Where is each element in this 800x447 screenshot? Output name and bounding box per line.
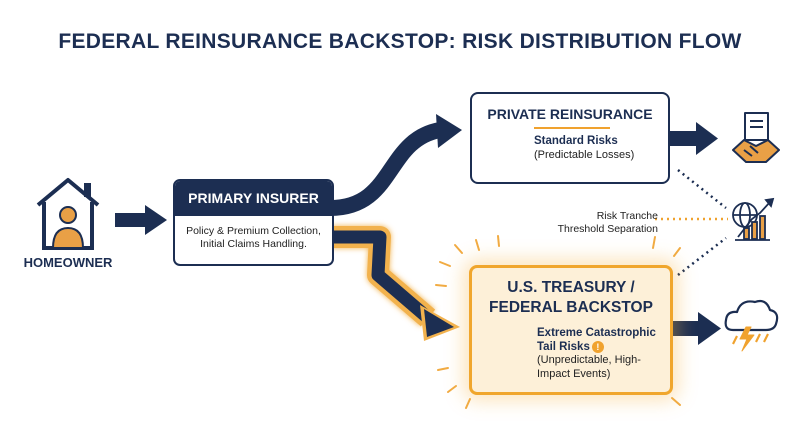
primary-insurer-title: PRIMARY INSURER — [175, 181, 332, 216]
standard-risks-label: Standard Risks — [534, 135, 618, 147]
treasury-glow-rays — [435, 235, 681, 409]
private-reinsurance-title: PRIVATE REINSURANCE — [487, 106, 653, 122]
homeowner-label: HOMEOWNER — [23, 255, 113, 270]
risk-tranche-line1: Risk Tranche — [596, 210, 658, 222]
private-reinsurance-risk: Standard Risks (Predictable Losses) — [534, 134, 634, 162]
tail-risks-note-line2: Impact Events) — [537, 367, 611, 380]
treasury-backstop-box: U.S. TREASURY / FEDERAL BACKSTOP Extreme… — [469, 265, 673, 395]
arrow-treasury-out — [670, 312, 721, 345]
warning-icon: ! — [591, 340, 604, 353]
arrow-private-out — [668, 122, 718, 155]
house-person-icon — [36, 178, 100, 250]
arrow-primary-to-treasury — [330, 226, 460, 341]
treasury-title: U.S. TREASURY / FEDERAL BACKSTOP — [472, 278, 670, 318]
tail-risks-note-line1: (Unpredictable, High- — [537, 354, 641, 366]
primary-insurer-box: PRIMARY INSURER Policy & Premium Collect… — [173, 179, 334, 266]
arrow-primary-to-private — [329, 114, 462, 216]
standard-risks-note: (Predictable Losses) — [534, 149, 635, 161]
primary-insurer-description: Policy & Premium Collection, Initial Cla… — [175, 216, 332, 251]
contract-handshake-icon — [732, 112, 780, 163]
treasury-title-line1: U.S. TREASURY / — [507, 279, 635, 296]
tranche-dotted-lines — [655, 169, 728, 276]
globe-growth-chart-icon — [732, 197, 775, 241]
private-reinsurance-divider — [534, 127, 610, 129]
primary-insurer-description-line1: Policy & Premium Collection, — [186, 225, 321, 237]
tail-risks-title-line1: Extreme Catastrophic — [537, 327, 656, 339]
risk-tranche-line2: Threshold Separation — [557, 223, 658, 235]
treasury-risk: Extreme Catastrophic Tail Risks! (Unpred… — [537, 327, 667, 381]
private-reinsurance-box: PRIVATE REINSURANCE Standard Risks (Pred… — [470, 92, 670, 184]
arrow-homeowner-to-primary — [115, 205, 167, 235]
diagram-title: FEDERAL REINSURANCE BACKSTOP: RISK DISTR… — [58, 30, 742, 53]
risk-tranche-label: Risk Tranche Threshold Separation — [548, 210, 658, 236]
tail-risks-title-line2: Tail Risks — [537, 340, 590, 353]
primary-insurer-description-line2: Initial Claims Handling. — [200, 238, 307, 250]
treasury-title-line2: FEDERAL BACKSTOP — [489, 299, 653, 316]
storm-cloud-icon — [724, 299, 779, 352]
